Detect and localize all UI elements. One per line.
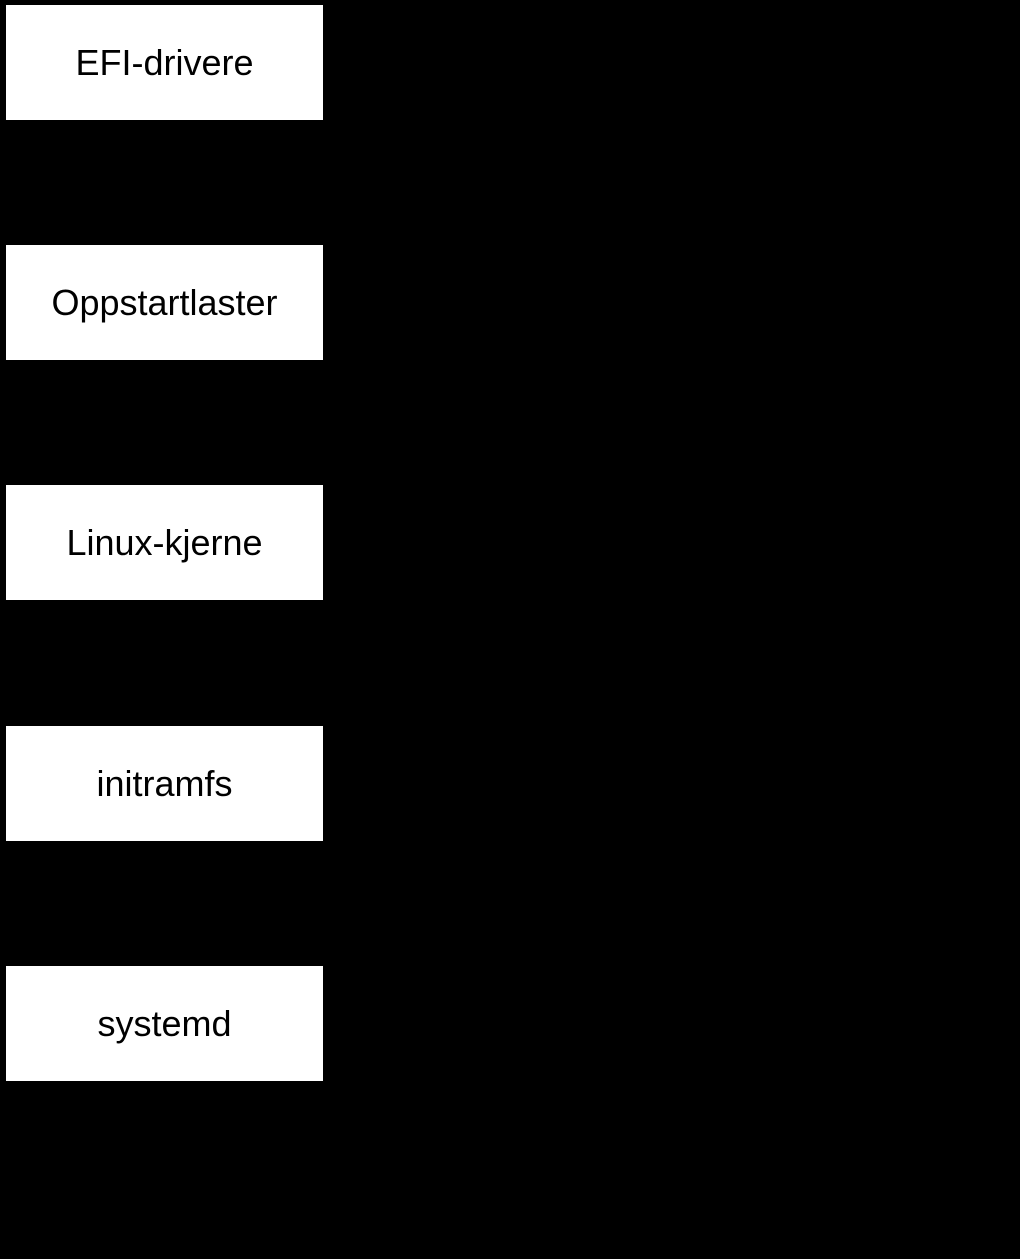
node-label: systemd [97,1002,232,1044]
node-label: initramfs [96,762,233,804]
node-linux-kjerne: Linux-kjerne [6,485,323,600]
node-efi-drivere: EFI-drivere [6,5,323,120]
node-initramfs: initramfs [6,726,323,841]
node-label: Linux-kjerne [66,521,263,563]
node-label: Oppstartlaster [51,281,278,323]
node-systemd: systemd [6,966,323,1081]
node-label: EFI-drivere [75,41,254,83]
node-oppstartlaster: Oppstartlaster [6,245,323,360]
